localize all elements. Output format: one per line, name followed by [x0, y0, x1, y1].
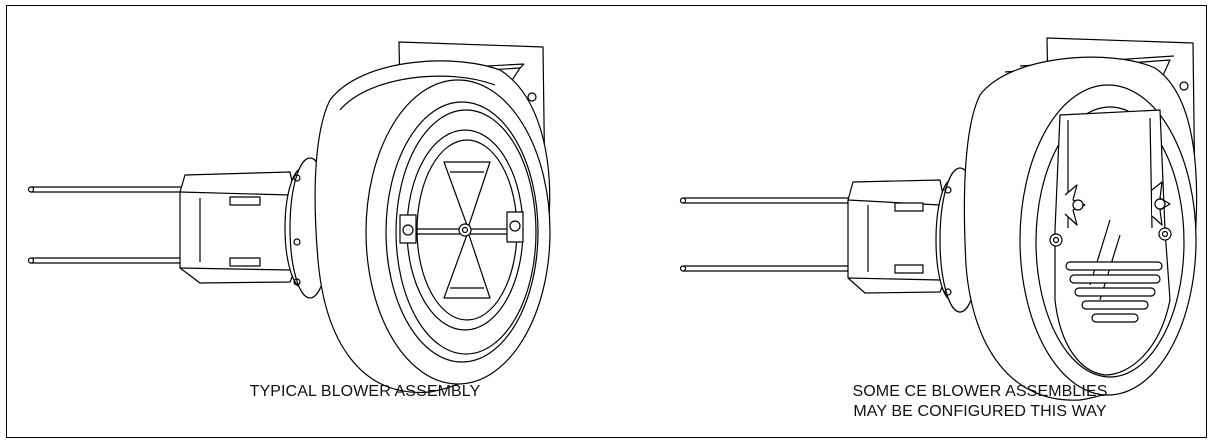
left-caption: TYPICAL BLOWER ASSEMBLY	[249, 383, 481, 400]
right-caption-line-2: MAY BE CONFIGURED THIS WAY	[853, 403, 1107, 420]
right-caption: SOME CE BLOWER ASSEMBLIES MAY BE CONFIGU…	[790, 382, 1170, 422]
typical-blower-illustration	[27, 41, 551, 393]
ce-blower-illustration	[679, 37, 1198, 401]
right-caption-line-1: SOME CE BLOWER ASSEMBLIES	[852, 383, 1108, 400]
